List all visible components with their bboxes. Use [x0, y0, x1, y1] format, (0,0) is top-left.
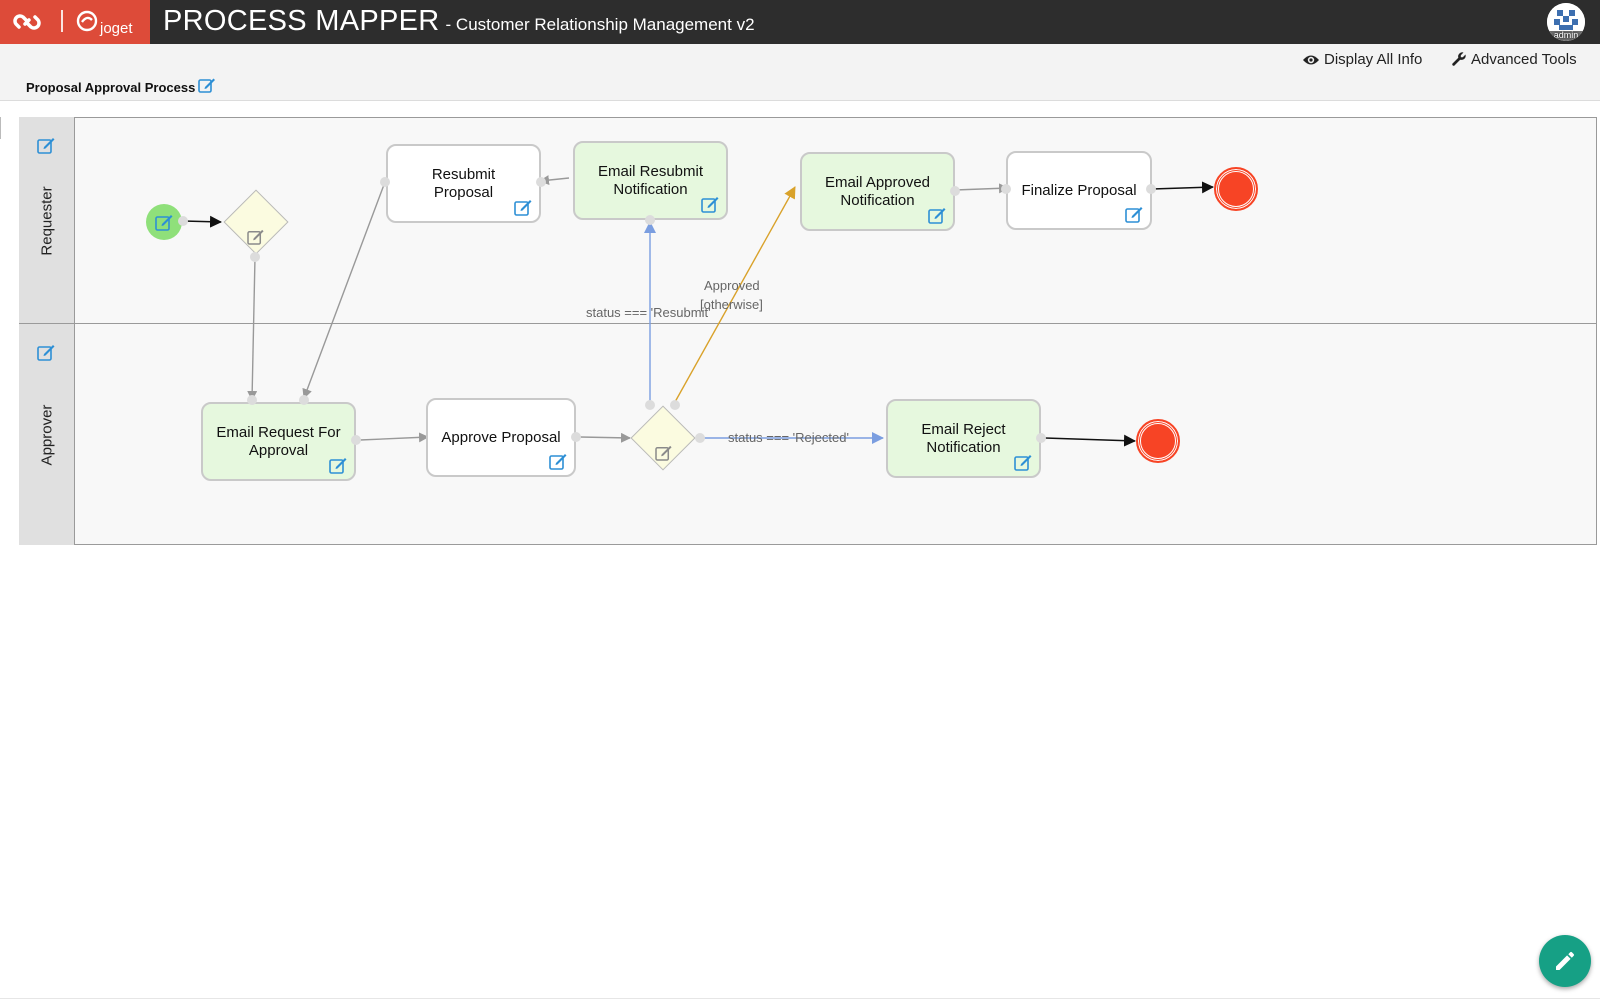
connection-port[interactable]: [250, 252, 260, 262]
activity-resubmit-proposal[interactable]: Resubmit Proposal: [386, 144, 541, 223]
avatar-username: admin: [1553, 30, 1579, 40]
condition-label-rejected[interactable]: status === 'Rejected': [728, 430, 849, 445]
end-event-1[interactable]: [1214, 167, 1258, 211]
connection-port[interactable]: [536, 177, 546, 187]
connection-port[interactable]: [380, 177, 390, 187]
toolbar: Display All Info Advanced Tools Proposal…: [0, 44, 1600, 139]
activity-email-resubmit-notification[interactable]: Email Resubmit Notification: [573, 141, 728, 220]
edit-node-icon[interactable]: [549, 452, 569, 470]
flow-start-to-gateway[interactable]: [182, 215, 222, 228]
brand-text: joget: [100, 20, 133, 37]
connection-port[interactable]: [1146, 184, 1156, 194]
avatar-icon: [1547, 3, 1585, 41]
node-label: Email Reject Notification: [921, 420, 1006, 456]
connection-port[interactable]: [247, 395, 257, 405]
end-event-2[interactable]: [1136, 419, 1180, 463]
start-event[interactable]: [146, 204, 182, 240]
flow-finalize-to-end[interactable]: [1151, 181, 1214, 194]
eye-icon: [1303, 55, 1319, 65]
node-label: Email Resubmit Notification: [597, 162, 704, 198]
node-label: Approve Proposal: [441, 428, 561, 446]
process-name: Proposal Approval Process: [26, 77, 216, 95]
connection-port[interactable]: [670, 400, 680, 410]
link-logo-icon: [13, 14, 41, 30]
flow-approve-to-gateway[interactable]: [579, 432, 631, 443]
edit-lane-icon[interactable]: [37, 136, 57, 154]
connection-port[interactable]: [645, 215, 655, 225]
display-all-info-button[interactable]: Display All Info: [1302, 51, 1422, 68]
edit-node-icon[interactable]: [1014, 453, 1034, 471]
connection-port[interactable]: [1036, 433, 1046, 443]
connection-port[interactable]: [299, 395, 309, 405]
app-subtitle: - Customer Relationship Management v2: [445, 15, 755, 34]
process-name-label: Proposal Approval Process: [26, 80, 196, 95]
flow-gateway-to-email-request[interactable]: [247, 256, 258, 401]
edit-fab-button[interactable]: [1539, 935, 1591, 987]
lane-header-approver: Approver: [19, 324, 75, 545]
brand-separator: [61, 10, 63, 32]
activity-email-request-for-approval[interactable]: Email Request For Approval: [201, 402, 356, 481]
node-label: Email Approved Notification: [824, 173, 931, 209]
lane-requester[interactable]: Requester: [19, 117, 1597, 324]
flow-email-approved-to-finalize[interactable]: [954, 183, 1009, 194]
node-label: Resubmit Proposal: [431, 165, 496, 201]
activity-email-approved-notification[interactable]: Email Approved Notification: [800, 152, 955, 231]
flow-email-request-to-approve[interactable]: [359, 432, 429, 443]
edit-process-icon[interactable]: [198, 77, 216, 94]
connection-port[interactable]: [178, 216, 188, 226]
pencil-icon: [1556, 951, 1575, 970]
connection-port[interactable]: [695, 433, 705, 443]
lane-approver[interactable]: Approver: [19, 324, 1597, 545]
connection-port[interactable]: [1001, 184, 1011, 194]
flow-gateway-approved[interactable]: [674, 186, 796, 403]
page-title: PROCESS MAPPER - Customer Relationship Ma…: [163, 5, 755, 38]
activity-approve-proposal[interactable]: Approve Proposal: [426, 398, 576, 477]
advanced-tools-button[interactable]: Advanced Tools: [1451, 51, 1577, 68]
app-header: joget PROCESS MAPPER - Customer Relations…: [0, 0, 1600, 44]
flow-resubmit-to-email-request[interactable]: [302, 181, 386, 399]
edit-node-icon[interactable]: [155, 213, 175, 231]
edit-node-icon[interactable]: [655, 444, 674, 461]
edit-node-icon[interactable]: [247, 228, 266, 245]
condition-label-otherwise[interactable]: [otherwise]: [700, 297, 763, 312]
display-all-info-label: Display All Info: [1324, 51, 1423, 68]
wrench-icon: [1452, 52, 1466, 66]
activity-finalize-proposal[interactable]: Finalize Proposal: [1006, 151, 1152, 230]
edit-node-icon[interactable]: [701, 195, 721, 213]
connection-port[interactable]: [571, 432, 581, 442]
app-title: PROCESS MAPPER: [163, 5, 440, 37]
condition-label-resubmit[interactable]: status === 'Resubmit': [586, 305, 711, 320]
edit-node-icon[interactable]: [514, 198, 534, 216]
connection-port[interactable]: [351, 435, 361, 445]
node-label: Email Request For Approval: [216, 423, 341, 459]
condition-label-approved[interactable]: Approved: [704, 278, 760, 293]
joget-logo-icon: [76, 10, 98, 32]
user-avatar[interactable]: admin: [1547, 3, 1585, 41]
edit-node-icon[interactable]: [329, 456, 349, 474]
flow-email-reject-to-end[interactable]: [1044, 434, 1136, 447]
edit-lane-icon[interactable]: [37, 343, 57, 361]
toolbar-edge: [0, 117, 1, 139]
connection-port[interactable]: [950, 186, 960, 196]
connection-port[interactable]: [645, 400, 655, 410]
node-label: Finalize Proposal: [1021, 181, 1137, 199]
lane-header-requester: Requester: [19, 117, 75, 324]
activity-email-reject-notification[interactable]: Email Reject Notification: [886, 399, 1041, 478]
advanced-tools-label: Advanced Tools: [1471, 51, 1577, 68]
lane-divider: [19, 323, 1597, 324]
edit-node-icon[interactable]: [928, 206, 948, 224]
edit-node-icon[interactable]: [1125, 205, 1145, 223]
brand-logo-area[interactable]: joget: [0, 0, 150, 44]
